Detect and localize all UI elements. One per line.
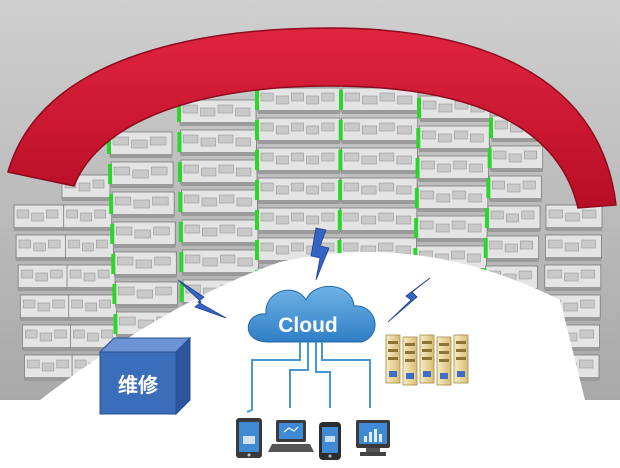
cloud-label: Cloud [278, 314, 337, 337]
laptop-icon [268, 420, 314, 452]
desktop-monitor-icon [356, 420, 390, 456]
cloud-icon: Cloud [247, 286, 376, 343]
maintenance-label: 维修 [118, 373, 159, 397]
red-arch [7, 27, 617, 209]
device-connectors [246, 342, 371, 413]
server-rack-icon [385, 334, 469, 386]
tablet-icon [236, 418, 262, 458]
lightning-bolt-icon [387, 277, 431, 323]
lightning-bolt-icon [310, 227, 330, 281]
cabinet-rows [13, 87, 603, 381]
maintenance-box: 维修 [98, 336, 192, 416]
signal-bolts [177, 227, 431, 323]
devices [236, 418, 390, 460]
lightning-bolt-icon [177, 279, 227, 319]
smartphone-icon [319, 422, 341, 460]
